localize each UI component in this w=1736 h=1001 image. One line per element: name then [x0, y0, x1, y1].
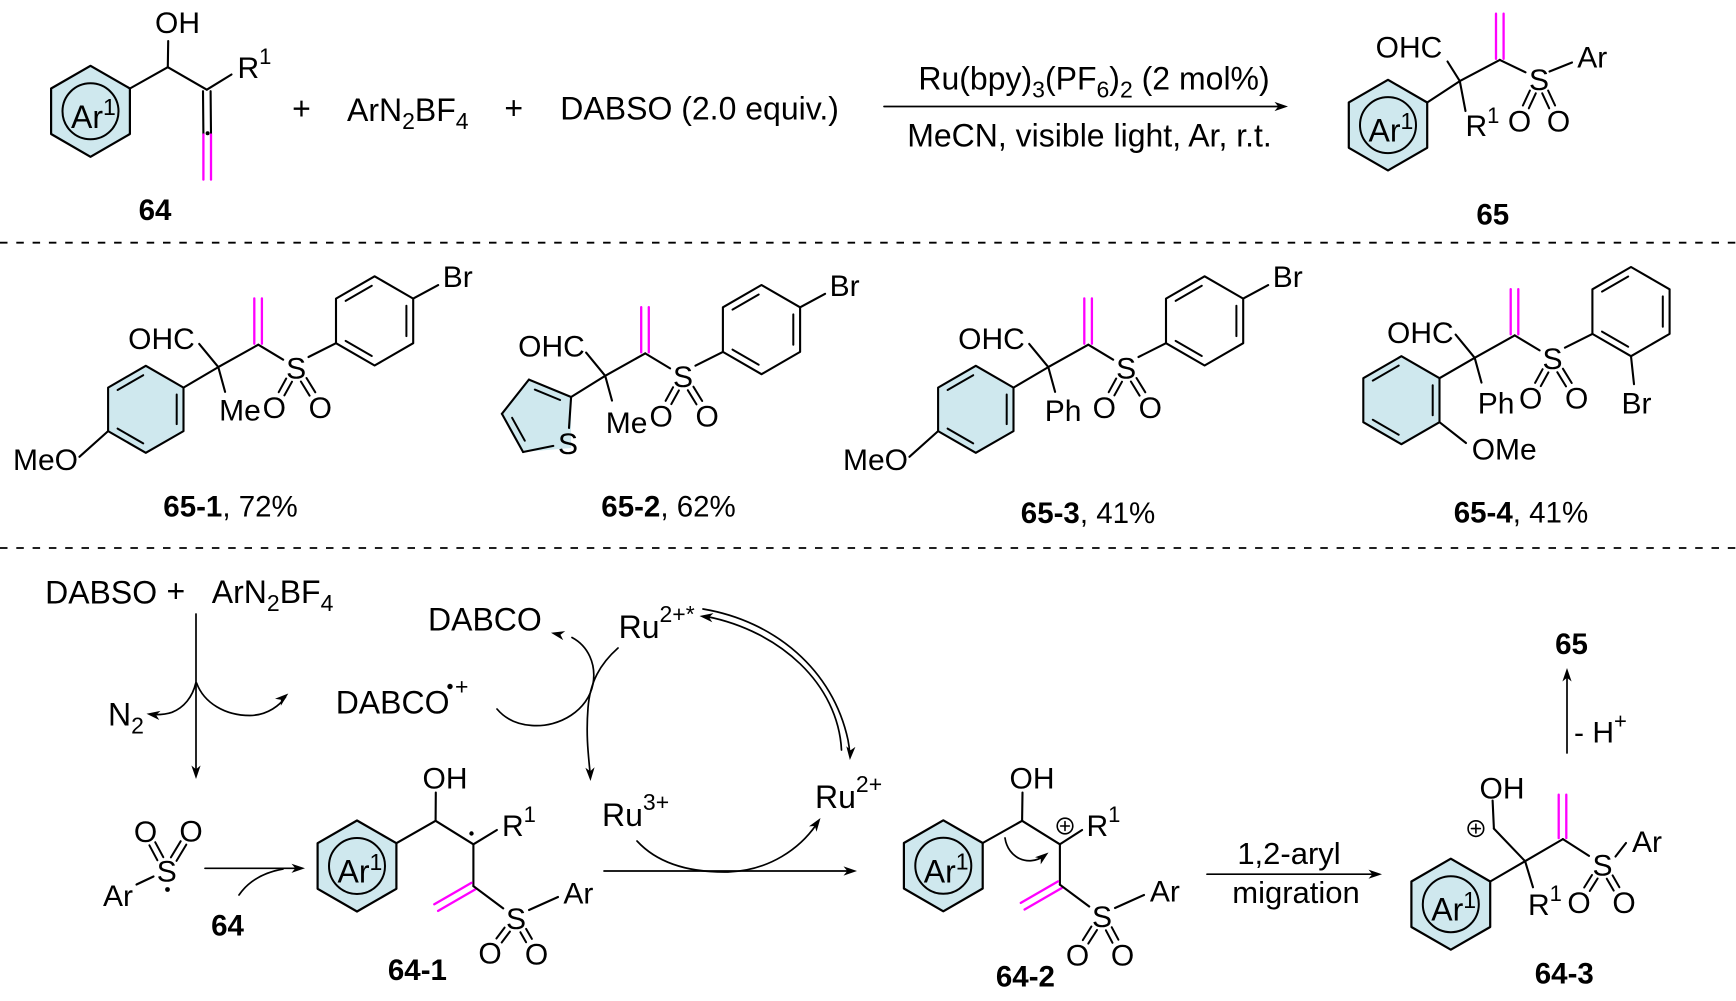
svg-text:Ru(bpy)3(PF6)2 (2 mol%): Ru(bpy)3(PF6)2 (2 mol%) [918, 61, 1269, 103]
svg-text:O: O [1066, 940, 1089, 973]
svg-text:DABSO: DABSO [45, 574, 157, 610]
svg-text:O: O [1547, 106, 1570, 139]
svg-text:Ar: Ar [563, 878, 593, 911]
svg-text:65-1, 72%: 65-1, 72% [163, 491, 297, 524]
svg-text:Me: Me [606, 407, 648, 440]
svg-text:S: S [1542, 343, 1562, 376]
svg-text:O: O [1139, 392, 1162, 425]
svg-text:65-4, 41%: 65-4, 41% [1454, 497, 1588, 530]
svg-text:O: O [696, 401, 719, 434]
svg-text:OH: OH [155, 7, 200, 40]
svg-text:64-3: 64-3 [1535, 958, 1594, 991]
svg-text:Ar: Ar [1150, 876, 1180, 909]
svg-text:S: S [1529, 64, 1549, 97]
svg-text:64: 64 [139, 194, 172, 227]
svg-text:O: O [1508, 106, 1531, 139]
svg-text:ArN2BF4: ArN2BF4 [347, 92, 469, 134]
svg-text:O: O [1612, 887, 1635, 920]
svg-text:64-2: 64-2 [996, 960, 1055, 993]
svg-text:Ph: Ph [1045, 395, 1082, 428]
svg-text:DABCO: DABCO [336, 685, 450, 721]
svg-text:+: + [166, 573, 185, 609]
svg-text:migration: migration [1232, 875, 1360, 910]
svg-text:1,2-aryl: 1,2-aryl [1237, 836, 1340, 871]
svg-text:R1: R1 [1466, 103, 1500, 143]
svg-text:Me: Me [219, 395, 261, 428]
svg-text:MeO: MeO [13, 444, 78, 477]
svg-text:65: 65 [1476, 199, 1509, 232]
svg-text:65: 65 [1555, 628, 1588, 661]
svg-text:Ru3+: Ru3+ [602, 789, 669, 833]
svg-text:OHC: OHC [518, 330, 585, 363]
svg-text:OHC: OHC [958, 323, 1025, 356]
svg-text:OHC: OHC [1387, 317, 1454, 350]
svg-text:O: O [1093, 392, 1116, 425]
svg-text:O: O [134, 816, 157, 849]
svg-text:Ar1: Ar1 [1431, 887, 1476, 928]
svg-text:Ar: Ar [1632, 826, 1662, 859]
svg-text:Br: Br [1622, 387, 1652, 420]
svg-text:64-1: 64-1 [388, 954, 447, 987]
svg-text:+: + [455, 674, 468, 700]
svg-text:ArN2BF4: ArN2BF4 [212, 574, 334, 616]
svg-text:O: O [525, 939, 548, 972]
svg-text:O: O [1519, 383, 1542, 416]
svg-text:Br: Br [443, 261, 473, 294]
svg-text:Ar: Ar [103, 880, 133, 913]
svg-text:S: S [1092, 901, 1112, 934]
svg-text:O: O [263, 392, 286, 425]
svg-text:O: O [650, 401, 673, 434]
svg-text:+: + [292, 91, 311, 127]
svg-text:Ph: Ph [1478, 387, 1515, 420]
svg-text:OHC: OHC [1376, 31, 1443, 64]
svg-text:S: S [1592, 850, 1612, 883]
svg-text:O: O [478, 938, 501, 971]
svg-text:S: S [558, 428, 578, 461]
svg-text:Ar: Ar [1577, 41, 1607, 74]
svg-text:65-2, 62%: 65-2, 62% [601, 491, 735, 524]
svg-text:OMe: OMe [1472, 434, 1537, 467]
svg-text:O: O [1565, 383, 1588, 416]
svg-text:+: + [504, 90, 523, 126]
svg-text:DABSO (2.0 equiv.): DABSO (2.0 equiv.) [560, 91, 839, 127]
svg-text:O: O [179, 816, 202, 849]
svg-text:N2: N2 [108, 697, 144, 739]
svg-text:MeO: MeO [843, 444, 908, 477]
svg-text:64: 64 [211, 910, 244, 943]
svg-text:Br: Br [1273, 261, 1303, 294]
svg-text:OHC: OHC [128, 323, 195, 356]
svg-text:S: S [673, 361, 693, 394]
svg-text:O: O [1111, 940, 1134, 973]
svg-text:OH: OH [1010, 763, 1055, 796]
svg-text:S: S [286, 352, 306, 385]
svg-text:S: S [157, 856, 177, 889]
svg-text:Br: Br [830, 270, 860, 303]
svg-text:OH: OH [423, 763, 468, 796]
svg-text:S: S [1116, 352, 1136, 385]
svg-text:S: S [506, 903, 526, 936]
svg-text:65-3, 41%: 65-3, 41% [1021, 497, 1155, 530]
svg-text:O: O [309, 392, 332, 425]
svg-text:OH: OH [1480, 773, 1525, 806]
svg-text:MeCN, visible light, Ar, r.t.: MeCN, visible light, Ar, r.t. [907, 117, 1272, 153]
svg-text:Ru2+: Ru2+ [815, 771, 882, 815]
svg-text:O: O [1567, 887, 1590, 920]
svg-text:DABCO: DABCO [428, 602, 542, 638]
